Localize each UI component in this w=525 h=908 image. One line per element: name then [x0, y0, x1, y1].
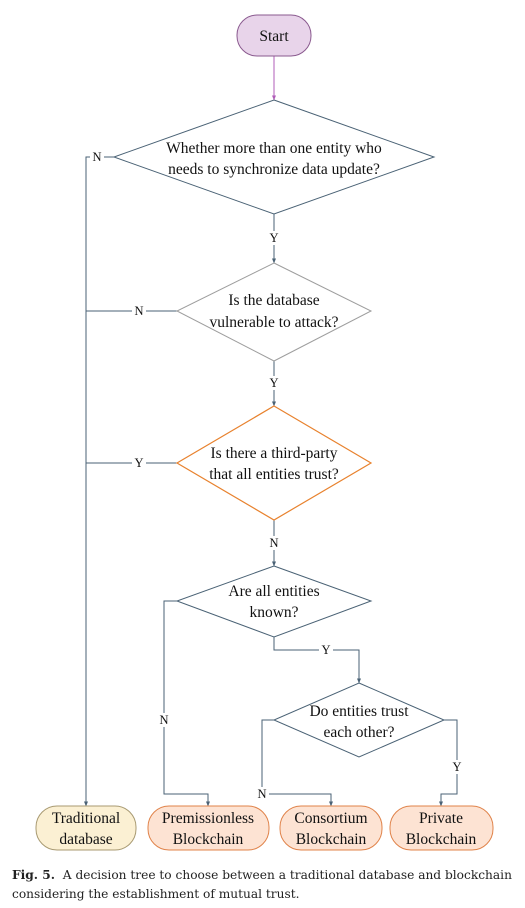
figure-caption: Fig. 5. A decision tree to choose betwee… [12, 866, 517, 904]
permissionless-line-1: Premissionless [162, 810, 254, 827]
label-q2-yes: Y [269, 376, 278, 390]
outcome-private-blockchain: Private Blockchain [389, 805, 494, 851]
outcome-traditional-database: Traditional database [35, 805, 137, 851]
private-line-2: Blockchain [406, 831, 477, 848]
private-line-1: Private [419, 810, 463, 827]
decision-q4: Are all entities known? [175, 565, 373, 638]
consortium-line-2: Blockchain [296, 831, 367, 848]
decision-tree-diagram: N Y N Y Y N N Y N Y Start Whether more t… [35, 14, 494, 851]
start-label: Start [259, 28, 289, 45]
label-q3-no: N [269, 536, 278, 550]
label-q1-no: N [92, 150, 101, 164]
decision-q2: Is the database vulnerable to attack? [175, 262, 373, 362]
permissionless-line-2: Blockchain [173, 831, 244, 848]
label-q1-yes: Y [269, 231, 278, 245]
q1-line-1: Whether more than one entity who [166, 140, 382, 157]
q2-line-2: vulnerable to attack? [209, 314, 338, 331]
label-q4-no: N [159, 713, 168, 727]
q4-line-1: Are all entities [228, 583, 319, 600]
edge-q5-yes [439, 719, 458, 807]
q3-line-2: that all entities trust? [209, 466, 339, 483]
start-node: Start [236, 14, 312, 57]
traditional-line-1: Traditional [52, 810, 120, 827]
decision-q3: Is there a third-party that all entities… [175, 405, 373, 521]
figure-caption-text: A decision tree to choose between a trad… [12, 868, 512, 901]
label-q3-yes: Y [134, 456, 143, 470]
edge-q4-yes [273, 637, 361, 684]
q1-line-2: needs to synchronize data update? [168, 161, 380, 178]
outcome-consortium-blockchain: Consortium Blockchain [279, 805, 383, 851]
edge-q4-no [163, 600, 210, 807]
figure-number: Fig. 5. [12, 868, 56, 882]
outcome-permissionless-blockchain: Premissionless Blockchain [147, 805, 270, 851]
traditional-line-2: database [59, 831, 112, 848]
label-q4-yes: Y [321, 643, 330, 657]
q4-line-2: known? [249, 604, 298, 621]
label-q2-no: N [134, 304, 143, 318]
q3-line-1: Is there a third-party [211, 445, 338, 462]
q5-line-1: Do entities trust [309, 703, 409, 720]
label-q5-yes: Y [452, 760, 461, 774]
q2-line-1: Is the database [228, 292, 319, 309]
consortium-line-1: Consortium [294, 810, 367, 827]
label-q5-no: N [257, 787, 266, 801]
decision-q5: Do entities trust each other? [272, 682, 446, 758]
q5-line-2: each other? [324, 724, 395, 741]
decision-q1: Whether more than one entity who needs t… [112, 99, 436, 215]
edge-q1-no [84, 156, 114, 807]
